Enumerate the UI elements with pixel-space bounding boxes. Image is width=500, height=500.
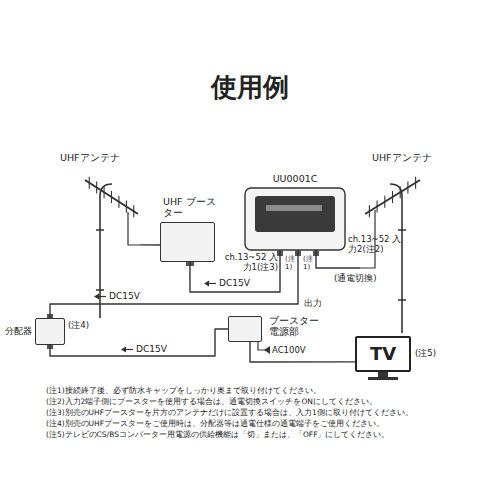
- antenna-element: [126, 201, 127, 213]
- power-plug: [258, 342, 270, 354]
- antenna-boom: [85, 180, 138, 214]
- tv-label: TV: [357, 338, 409, 370]
- note-text: (注4)別売のUHFブースターをご使用時は、分配器等は通電仕様の通電端子をご使用…: [46, 419, 486, 428]
- note-text: (注5)テレビのCS/BSコンバーター用電源の供給機能は「切」または、「OFF」…: [46, 430, 486, 439]
- dc-arrow-head: [204, 281, 209, 287]
- tv-screen: TV: [355, 336, 411, 372]
- mast-clamp: [96, 230, 104, 290]
- node-heading: ブースター 電源部: [269, 315, 321, 338]
- voltage-label: DC15V: [135, 344, 168, 355]
- plug-cord: [258, 342, 266, 350]
- right-antenna: [360, 180, 420, 333]
- note-ref: (注4): [68, 320, 89, 330]
- antenna-element: [369, 205, 370, 217]
- note-ref: (注5): [415, 348, 436, 358]
- antenna-element: [133, 205, 134, 217]
- node-heading: UHFアンテナ: [60, 152, 120, 163]
- note-text: (注3)別売のUHFブースターを片方のアンテナだけに設置する場合は、入力1側に取…: [46, 408, 486, 417]
- housing-panel: [255, 196, 335, 232]
- antenna-element: [400, 186, 401, 198]
- dc-arrow-head: [121, 347, 126, 353]
- power-unit-box: ブースター 電源部: [228, 316, 262, 342]
- unit-housing: [245, 188, 345, 256]
- converter-unit: UU0001C: [245, 188, 345, 250]
- voltage-label: DC15V: [108, 291, 141, 302]
- antenna-element: [377, 201, 378, 213]
- panel-stripe: [266, 205, 322, 211]
- antenna-element: [96, 181, 97, 193]
- housing-outline: [245, 188, 345, 250]
- node-heading: UHFアンテナ: [372, 152, 432, 163]
- antenna-mast: [390, 184, 402, 333]
- antenna-element: [392, 191, 393, 203]
- antenna-element: [407, 181, 408, 193]
- note-ref: (注1): [303, 256, 310, 271]
- node-heading: UU0001C: [245, 173, 345, 184]
- coax-cable: [50, 329, 228, 356]
- dc-arrow-head: [94, 294, 99, 300]
- booster-box: UHF ブースター: [160, 222, 215, 262]
- input-label: ch.13~52 入力1(注3): [222, 252, 278, 272]
- antenna-element: [415, 177, 416, 189]
- note-ref: (注1): [285, 256, 292, 271]
- tv-base: [368, 377, 398, 380]
- antenna-element: [384, 196, 385, 208]
- switch-label: (通電切換): [334, 273, 377, 283]
- power-label: AC100V: [272, 345, 306, 355]
- antenna-element: [111, 191, 112, 203]
- voltage-label: DC15V: [218, 278, 251, 289]
- input-label: ch.13~52 入力2(注2): [348, 234, 402, 254]
- dc-arrow: [98, 296, 106, 297]
- antenna-element: [89, 177, 90, 189]
- note-text: (注2)入力2端子側にブースターを使用する場合は、通電切換スイッチをONにしてく…: [46, 397, 486, 406]
- antenna-element: [104, 186, 105, 198]
- coax-cable: [250, 342, 355, 362]
- diagram-title: 使用例: [0, 72, 500, 103]
- distributor-box: 分配器: [35, 318, 65, 345]
- coax-cable: [140, 244, 160, 245]
- plug-arrow: [264, 346, 270, 354]
- antenna-boom: [365, 180, 420, 214]
- antenna-element: [118, 196, 119, 208]
- dc-arrow: [125, 349, 133, 350]
- tv-neck: [378, 372, 388, 377]
- dc-arrow: [208, 283, 216, 284]
- output-label: 出力: [304, 298, 322, 309]
- tv-stand: [368, 372, 398, 380]
- node-heading: 分配器: [5, 326, 32, 337]
- note-text: (注1)接続終了後、必ず防水キャップをしっかり奥まで取り付けてください。: [46, 386, 486, 395]
- node-heading: UHF ブースター: [163, 196, 219, 219]
- left-antenna: [85, 180, 140, 318]
